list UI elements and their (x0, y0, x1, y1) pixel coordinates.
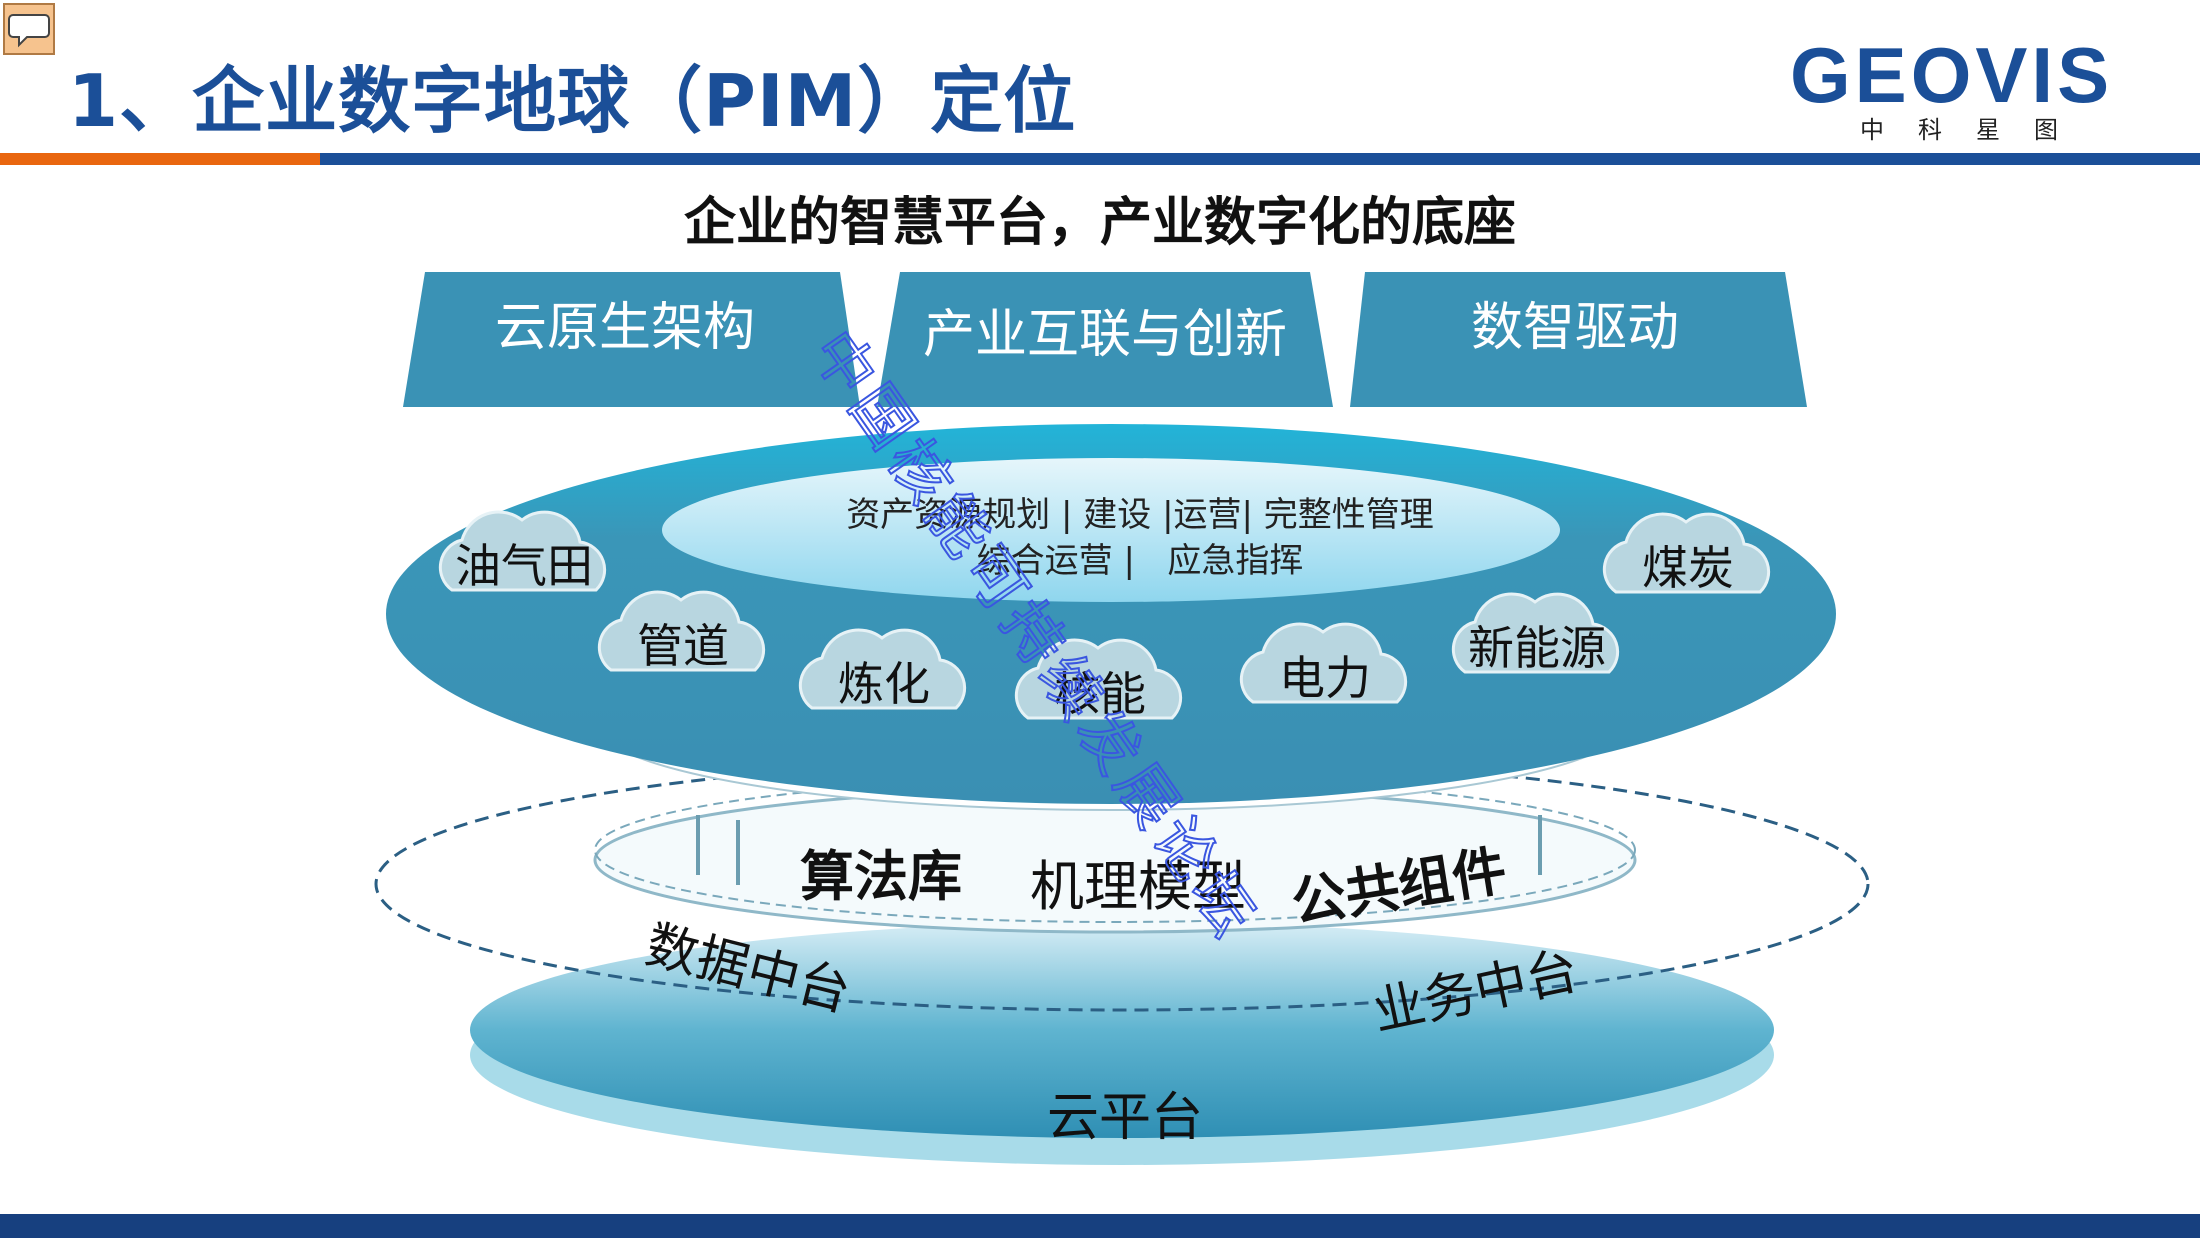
core-business-line2: 综合运营 | 应急指挥 (977, 541, 1304, 581)
cloud-icon (1451, 592, 1620, 674)
cloud-icon (1602, 512, 1771, 594)
cloud-icon (798, 628, 967, 710)
industry-cloud-2: 炼化 (798, 628, 967, 711)
industry-label: 核能 (1054, 667, 1146, 721)
pillar-data-intelligence: 数智驱动 (1350, 272, 1807, 407)
pillar-label: 云原生架构 (495, 298, 755, 358)
industry-label: 管道 (637, 619, 729, 673)
industry-label: 油气田 (455, 539, 593, 593)
industry-cloud-0: 油气田 (438, 510, 607, 593)
cloud-icon (597, 590, 766, 672)
industry-cloud-1: 管道 (597, 590, 766, 673)
pillar-label: 数智驱动 (1471, 298, 1679, 358)
pillar-cloud-native: 云原生架构 (403, 272, 860, 407)
industry-cloud-6: 煤炭 (1602, 512, 1771, 595)
core-business-ellipse (662, 458, 1560, 602)
industry-label: 新能源 (1468, 621, 1606, 675)
footer-bar (0, 1214, 2200, 1238)
industry-label: 电力 (1279, 651, 1371, 705)
mechanism-model-label: 机理模型 (1030, 855, 1246, 918)
core-business-line1: 资产资源规划 | 建设 |运营| 完整性管理 (846, 495, 1434, 535)
industry-cloud-4: 电力 (1239, 622, 1408, 705)
algorithm-library-label: 算法库 (800, 845, 962, 908)
cloud-icon (438, 510, 607, 592)
component-layer: 算法库 机理模型 公共组件 (593, 777, 1637, 935)
geovis-logo: GEOVIS 中科星图 (1790, 30, 2135, 144)
comment-icon[interactable] (3, 3, 55, 55)
page-title: 1、企业数字地球（PIM）定位 (68, 59, 1077, 143)
logo-subtext: 中科星图 (1860, 116, 2092, 144)
cloud-platform-layer: 云平台 (470, 922, 1774, 1165)
slide-subtitle: 企业的智慧平台，产业数字化的底座 (683, 193, 1516, 253)
accent-bar (0, 153, 320, 165)
cloud-platform-label: 云平台 (1047, 1088, 1203, 1148)
cloud-icon (1014, 638, 1183, 720)
pillar-industrial-internet: 产业互联与创新 (877, 272, 1333, 407)
pillar-label: 产业互联与创新 (923, 305, 1287, 365)
industry-label: 煤炭 (1642, 541, 1734, 595)
cloud-icon (1239, 622, 1408, 704)
logo-text: GEOVIS (1790, 31, 2114, 119)
industry-cloud-5: 新能源 (1451, 592, 1620, 675)
industry-cloud-3: 核能 (1014, 638, 1183, 721)
header-divider (320, 153, 2200, 165)
industry-label: 炼化 (838, 657, 930, 711)
